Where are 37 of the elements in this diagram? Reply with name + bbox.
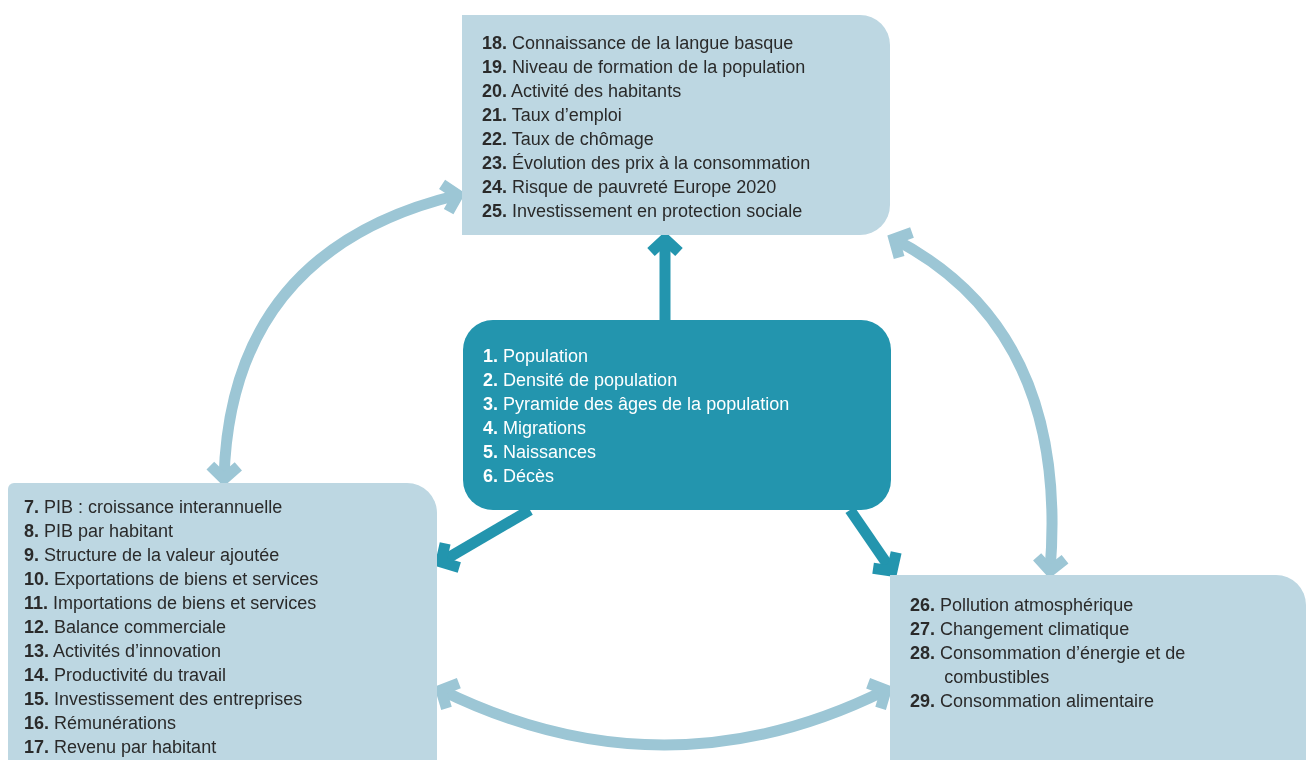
indicator-item: 27. Changement climatique	[910, 618, 1131, 641]
indicator-item: 26. Pollution atmosphérique	[910, 594, 1135, 617]
indicator-item: 4. Migrations	[483, 417, 588, 440]
indicator-item: 6. Décès	[483, 465, 556, 488]
indicator-item: 9. Structure de la valeur ajoutée	[24, 544, 281, 567]
indicator-item: 25. Investissement en protection sociale	[482, 200, 804, 223]
indicator-item: 2. Densité de population	[483, 369, 679, 392]
indicator-item: 12. Balance commerciale	[24, 616, 228, 639]
arrow	[435, 677, 892, 751]
topic-box	[462, 15, 890, 235]
indicator-item: 13. Activités d’innovation	[24, 640, 223, 663]
indicator-item: 5. Naissances	[483, 441, 598, 464]
indicator-item: 1. Population	[483, 345, 590, 368]
indicator-item: 10. Exportations de biens et services	[24, 568, 320, 591]
indicator-item: 3. Pyramide des âges de la population	[483, 393, 791, 416]
indicator-item: 22. Taux de chômage	[482, 128, 655, 151]
indicator-item: 29. Consommation alimentaire	[910, 690, 1156, 713]
topic-box	[463, 320, 891, 510]
indicator-item: 15. Investissement des entreprises	[24, 688, 304, 711]
indicator-item: 16. Rémunérations	[24, 712, 178, 735]
indicator-item: 7. PIB : croissance interannuelle	[24, 496, 284, 519]
indicator-item: 18. Connaissance de la langue basque	[482, 32, 795, 55]
indicator-item: 20. Activité des habitants	[482, 80, 683, 103]
arrow	[645, 233, 685, 320]
indicator-item: 17. Revenu par habitant	[24, 736, 218, 759]
arrow	[888, 227, 1071, 577]
indicator-item: 24. Risque de pauvreté Europe 2020	[482, 176, 778, 199]
indicator-item: 8. PIB par habitant	[24, 520, 175, 543]
indicator-item: 28. Consommation d’énergie et de combustibles	[910, 642, 1187, 689]
arrow	[205, 179, 464, 485]
topic-box	[8, 483, 437, 760]
indicator-item: 23. Évolution des prix à la consommation	[482, 152, 812, 175]
indicator-item: 14. Productivité du travail	[24, 664, 228, 687]
indicator-item: 21. Taux d’emploi	[482, 104, 623, 127]
indicator-item: 11. Importations de biens et services	[24, 592, 318, 615]
indicator-item: 19. Niveau de formation de la population	[482, 56, 807, 79]
topic-box	[890, 575, 1306, 760]
